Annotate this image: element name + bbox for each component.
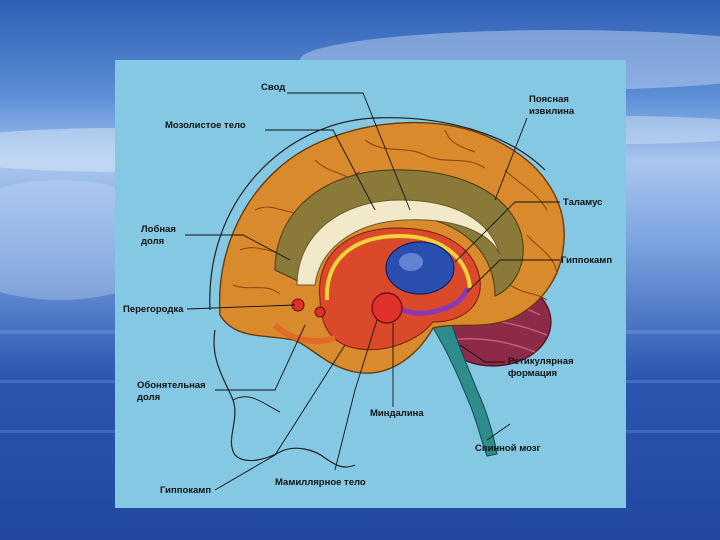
label-cingulate-gyrus-2: извилина [529, 106, 574, 117]
label-hippocampus-right: Гиппокамп [561, 255, 612, 266]
label-hippocampus-bottom: Гиппокамп [160, 485, 211, 496]
label-septum: Перегородка [123, 304, 183, 315]
amygdala [372, 293, 402, 323]
label-thalamus: Таламус [563, 197, 602, 208]
label-svod: Свод [261, 82, 285, 93]
thalamus [386, 242, 454, 294]
label-corpus-callosum: Мозолистое тело [165, 120, 246, 131]
label-amygdala: Миндалина [370, 408, 424, 419]
brain-diagram-panel: Свод Мозолистое тело Поясная извилина Ло… [115, 60, 626, 508]
label-frontal-lobe-1: Лобная [141, 224, 176, 235]
label-reticular-formation-2: формация [508, 368, 557, 379]
label-spinal-cord: Спинной мозг [475, 443, 540, 454]
label-olfactory-lobe-1: Обонятельная [137, 380, 206, 391]
label-cingulate-gyrus-1: Поясная [529, 94, 569, 105]
label-reticular-formation-1: Ретикулярная [508, 356, 574, 367]
label-olfactory-lobe-2: доля [137, 392, 160, 403]
label-frontal-lobe-2: доля [141, 236, 164, 247]
label-mammillary-body: Мамиллярное тело [275, 477, 366, 488]
